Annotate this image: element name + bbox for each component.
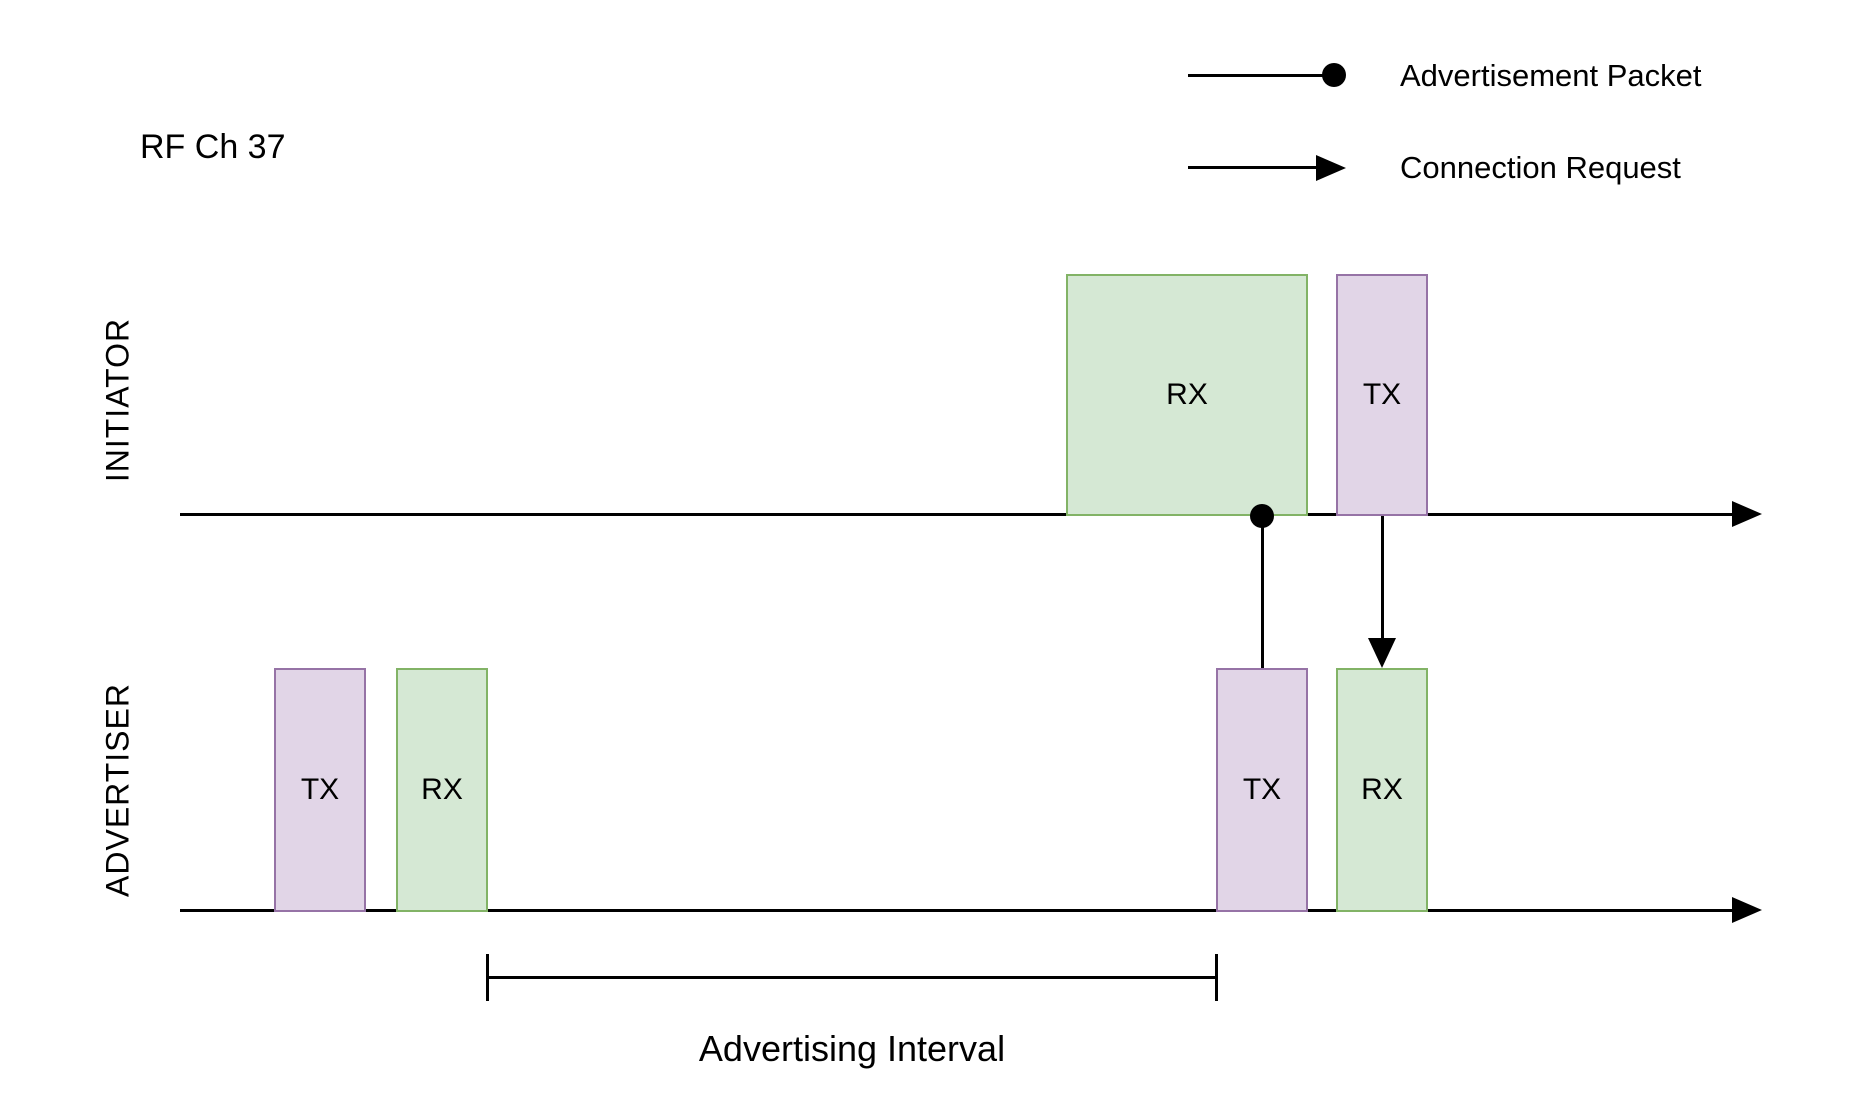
advertiser-tx1-block: TX [274, 668, 366, 912]
advertisement-packet-legend-dot-icon [1322, 63, 1346, 87]
channel-label: RF Ch 37 [140, 128, 286, 166]
interval-right-tick [1215, 954, 1218, 1001]
initiator-tx-block: TX [1336, 274, 1428, 516]
interval-line [487, 976, 1217, 979]
initiator-rx-block: RX [1066, 274, 1308, 516]
connection-request-legend-arrow-icon [1316, 155, 1346, 181]
connection-request-legend-line [1188, 166, 1320, 169]
advertisement-packet-legend-line [1188, 74, 1338, 77]
advertiser-tx2-label: TX [1242, 773, 1282, 806]
advertiser-tx1-label: TX [300, 773, 340, 806]
advertisement-packet-dot-icon [1250, 504, 1274, 528]
advertiser-timeline-arrowhead-icon [1732, 897, 1762, 923]
advertiser-rx1-label: RX [421, 773, 463, 806]
legend-label-advertisement-packet: Advertisement Packet [1400, 58, 1702, 93]
initiator-rx-label: RX [1166, 378, 1208, 411]
connection-request-connector-line [1381, 516, 1384, 642]
connection-request-arrowhead-icon [1368, 638, 1396, 668]
lane-label-advertiser: ADVERTISER [99, 683, 136, 897]
legend-label-connection-request: Connection Request [1400, 150, 1681, 185]
advertisement-packet-connector-line [1261, 515, 1264, 668]
advertiser-rx1-block: RX [396, 668, 488, 912]
advertiser-rx2-block: RX [1336, 668, 1428, 912]
lane-label-initiator: INITIATOR [99, 317, 136, 483]
advertiser-rx2-label: RX [1361, 773, 1403, 806]
advertiser-timeline [180, 909, 1736, 912]
initiator-timeline [180, 513, 1736, 516]
initiator-timeline-arrowhead-icon [1732, 501, 1762, 527]
advertiser-tx2-block: TX [1216, 668, 1308, 912]
initiator-tx-label: TX [1362, 378, 1402, 411]
interval-label: Advertising Interval [698, 1028, 1006, 1069]
